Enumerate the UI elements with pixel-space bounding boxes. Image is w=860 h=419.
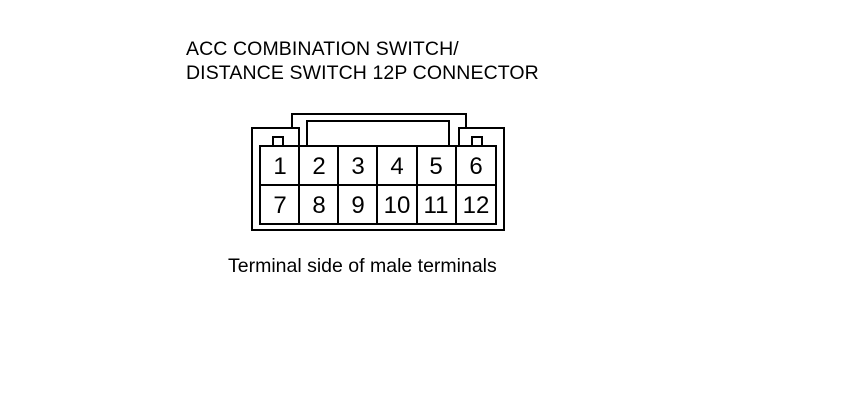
title-line-2: DISTANCE SWITCH 12P CONNECTOR xyxy=(186,62,539,84)
pin-label: 2 xyxy=(312,153,325,180)
pin-label: 12 xyxy=(463,192,490,219)
pin-label: 4 xyxy=(390,153,403,180)
pin-label: 5 xyxy=(429,153,442,180)
title-line-1: ACC COMBINATION SWITCH/ xyxy=(186,38,459,60)
pin-label: 8 xyxy=(312,192,325,219)
pin-label: 9 xyxy=(351,192,364,219)
pin-label: 11 xyxy=(424,192,449,219)
pin-label: 10 xyxy=(384,192,411,219)
latch-slot xyxy=(306,120,450,147)
pin-label: 1 xyxy=(273,153,286,180)
latch-inner-left xyxy=(292,127,300,146)
connector-housing xyxy=(251,113,505,231)
pin-label: 3 xyxy=(351,153,364,180)
latch-inner-right xyxy=(458,127,466,146)
connector-title: ACC COMBINATION SWITCH/ DISTANCE SWITCH … xyxy=(186,37,539,85)
connector-caption: Terminal side of male terminals xyxy=(228,255,497,277)
guide-key-right xyxy=(471,136,483,146)
pin-label: 6 xyxy=(469,153,482,180)
pin-label: 7 xyxy=(273,192,286,219)
guide-key-left xyxy=(272,136,284,146)
